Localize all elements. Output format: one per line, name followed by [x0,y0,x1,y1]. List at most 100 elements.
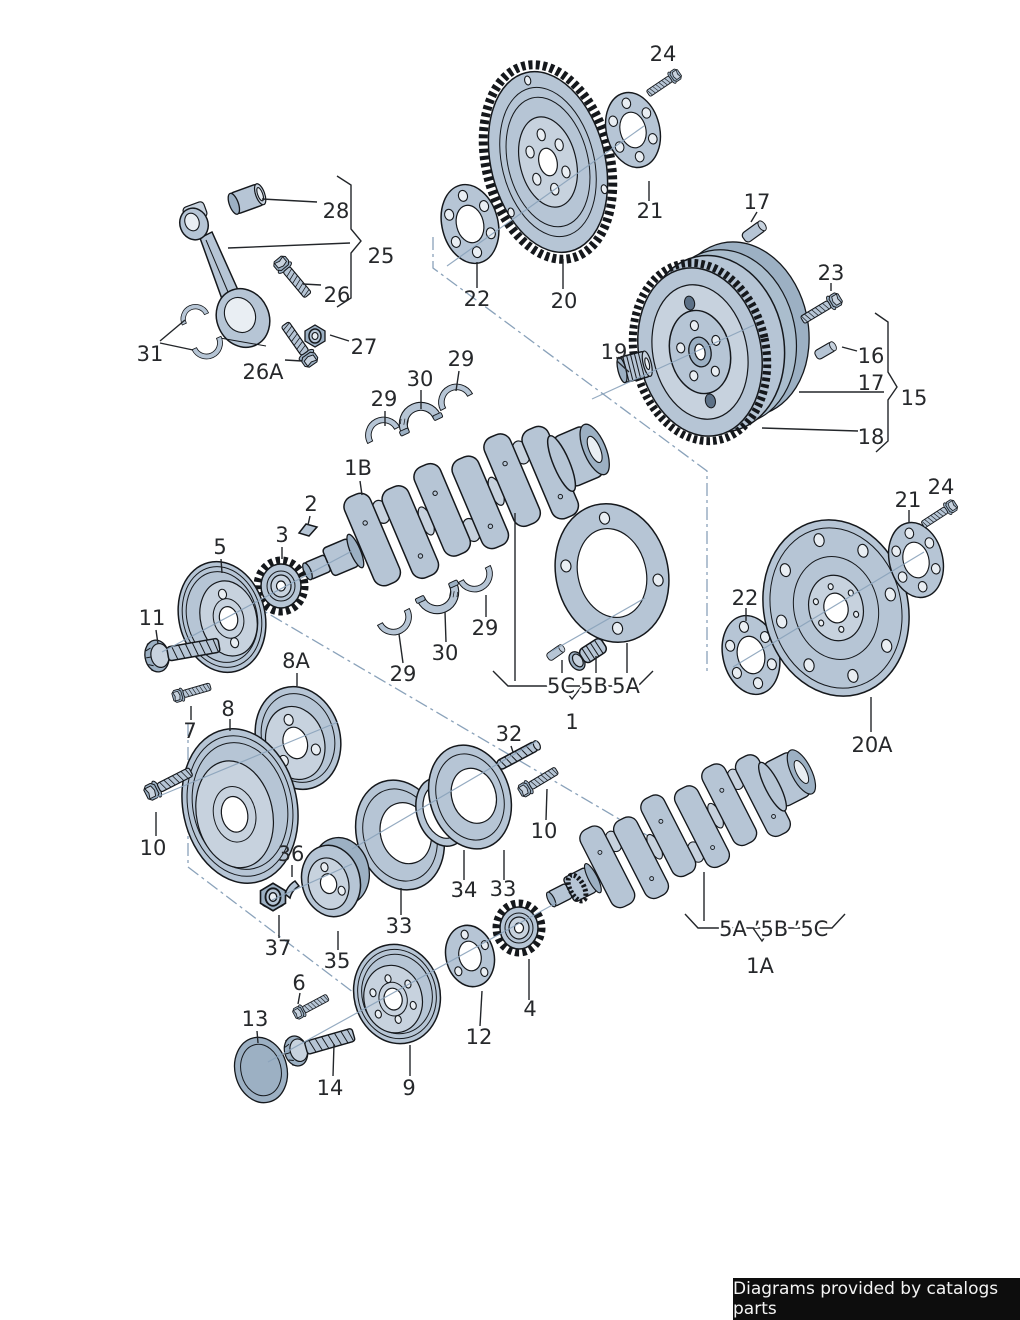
callout-33-left: 33 [386,914,413,938]
rod-bearing-shell-31-upper [175,299,209,326]
callout-23: 23 [818,261,845,285]
callout-37: 37 [265,936,292,960]
callout-29-bot-right: 29 [472,616,499,640]
callout-5c-kit: ʼ5C [794,917,829,941]
callout-10-right: 10 [531,819,558,843]
callout-5a: 5A [612,674,640,698]
callout-27: 27 [351,335,378,359]
callout-2: 2 [304,492,317,516]
washer-12 [444,924,496,988]
callout-9: 9 [402,1076,415,1100]
callout-8: 8 [221,697,234,721]
bolt-5b [568,638,608,671]
pin-16 [813,340,839,361]
woodruff-key-36 [284,880,301,900]
callout-11: 11 [139,606,166,630]
callout-29-top-left: 29 [371,387,398,411]
piston-pin-bushing-28 [227,183,267,215]
bolt-6 [290,990,332,1022]
dual-mass-flywheel-15 [628,241,810,446]
bracket-1a [684,913,846,943]
callout-29-top-right: 29 [448,347,475,371]
bracket-5c5b5a [492,670,654,701]
callout-5b-kit: ʼ5B [754,917,788,941]
callout-35: 35 [324,949,351,973]
brace-15 [874,312,898,453]
sprocket-3 [253,556,309,616]
callout-3: 3 [275,523,288,547]
callout-19: 19 [601,340,628,364]
bearing-shell-30-bottom [414,579,468,622]
callout-26a: 26A [242,360,284,384]
pin-17-upper [740,218,769,245]
bolt-10-right [515,763,562,800]
callout-18: 18 [858,425,885,449]
bolt-24-flywheel [644,66,684,100]
callout-28: 28 [323,199,350,223]
callout-31: 31 [137,342,164,366]
bolt-7 [170,679,213,705]
callout-15: 15 [901,386,928,410]
callout-5c: 5C [547,674,575,698]
callout-6: 6 [292,971,305,995]
pulley-5 [177,560,267,674]
callout-13: 13 [242,1007,269,1031]
watermark-banner: Diagrams provided by catalogs parts [733,1278,1020,1320]
callout-20a: 20A [851,733,893,757]
callout-36: 36 [278,842,305,866]
washer-21-flywheel [597,85,669,175]
callouts: 24 21 22 20 17 23 16 17 15 18 19 28 25 2… [137,42,955,1100]
callout-32: 32 [496,722,523,746]
callout-16: 16 [858,344,885,368]
flywheel-20 [478,60,618,264]
washer-33-right [427,744,513,850]
bolt-26 [270,253,315,302]
leader-lines [155,175,910,1077]
hub-35 [300,836,370,918]
bearing-shell-30-top [390,394,444,437]
callout-5a-kit: 5A [719,917,747,941]
brace-25 [336,175,362,308]
callout-12: 12 [466,1025,493,1049]
cover-cap-13 [233,1036,289,1104]
callout-25: 25 [368,244,395,268]
callout-22-driveplate: 22 [732,586,759,610]
callout-21-driveplate: 21 [895,488,922,512]
drive-plate-20a [762,519,910,697]
callout-26: 26 [324,283,351,307]
callout-33-right: 33 [490,877,517,901]
callout-24-driveplate: 24 [928,475,955,499]
pulley-9 [352,943,442,1045]
callout-22-flywheel: 22 [464,287,491,311]
callout-1b: 1B [344,456,372,480]
callout-29-bot-left: 29 [390,662,417,686]
callout-17-upper: 17 [744,190,771,214]
bolt-24-driveplate [918,497,960,532]
callout-5: 5 [213,535,226,559]
pulley-8 [181,728,299,884]
woodruff-key-2 [297,523,319,537]
sprocket-4 [492,899,546,957]
callout-24-flywheel: 24 [650,42,677,66]
callout-30-bot: 30 [432,641,459,665]
bolt-14 [280,1019,359,1070]
sensor-ring-5a [554,502,670,644]
callout-30-top: 30 [407,367,434,391]
callout-4: 4 [523,997,536,1021]
pin-5c [545,643,567,662]
bearing-shell-29-top-left [358,410,400,445]
bearing-shell-29-top-right [431,377,473,412]
bearing-shell-29-bottom-right [458,564,500,599]
crankshaft-1a [526,725,833,944]
axis-lines [151,125,925,1063]
callout-7: 7 [183,719,196,743]
rod-bearing-shell-31-lower [191,335,229,365]
bearing-shell-29-bottom-left [377,607,419,642]
callout-1: 1 [565,710,578,734]
callout-34: 34 [451,878,478,902]
callout-10-left: 10 [140,836,167,860]
callout-8a: 8A [282,649,310,673]
callout-14: 14 [317,1076,344,1100]
